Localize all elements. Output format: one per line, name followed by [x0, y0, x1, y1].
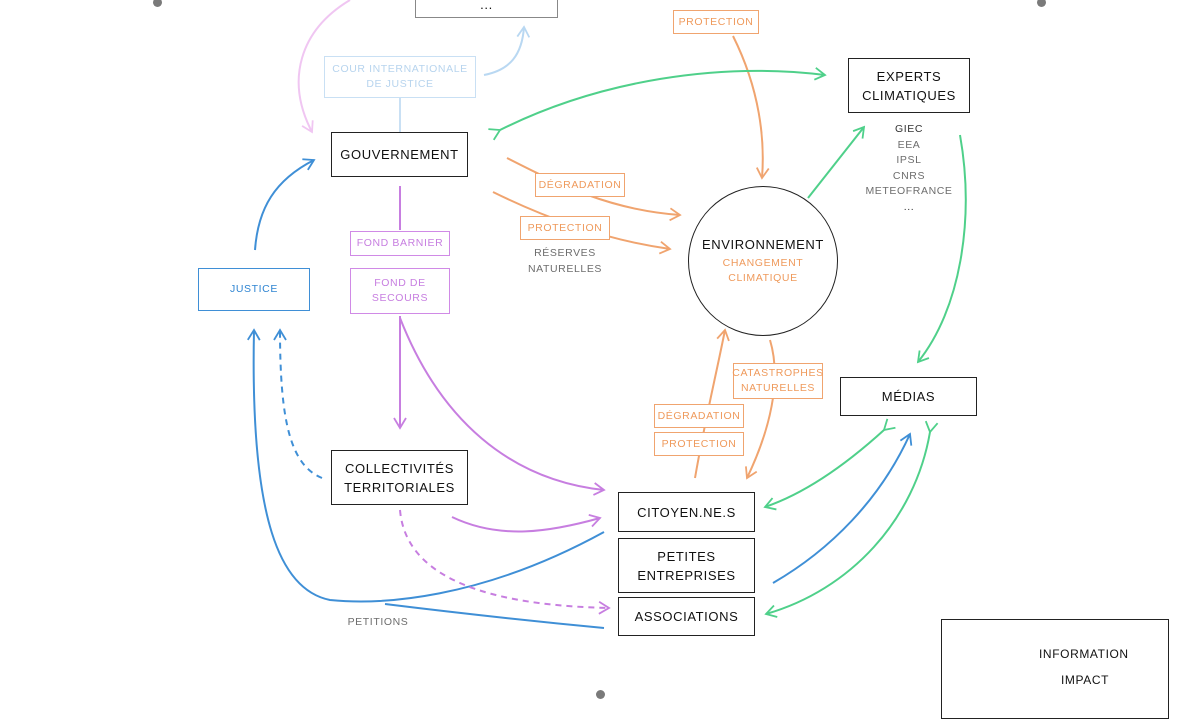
tag-degradation-gov: DÉGRADATION [535, 173, 625, 197]
legend-information-label: INFORMATION [1039, 647, 1129, 661]
legend: INFORMATION IMPACT [941, 619, 1169, 719]
node-experts-climatiques[interactable]: EXPERTS CLIMATIQUES [848, 58, 970, 113]
collectivites-label-line1: COLLECTIVITÉS [345, 460, 454, 476]
arrow-citizens-to-justice [247, 328, 605, 603]
tag-cour-internationale: COUR INTERNATIONALE DE JUSTICE [324, 56, 476, 98]
line-associations-to-justice [384, 603, 605, 629]
node-gouvernement[interactable]: GOUVERNEMENT [331, 132, 468, 177]
tag-degradation-low: DÉGRADATION [654, 404, 744, 428]
corner-dot [153, 0, 162, 7]
tag-protection-top: PROTECTION [673, 10, 759, 34]
arrow-collectivites-to-justice-dashed [273, 328, 323, 479]
reserves-line1: RÉSERVES [534, 247, 596, 259]
arrow-top-pink-to-gouvernement [297, 0, 351, 134]
experts-list-item: METEOFRANCE [865, 185, 953, 197]
arrow-medias-associations [764, 420, 939, 618]
associations-label: ASSOCIATIONS [634, 609, 739, 624]
corner-dot [596, 690, 605, 699]
node-associations[interactable]: ASSOCIATIONS [618, 597, 755, 636]
node-environnement[interactable]: ENVIRONNEMENT CHANGEMENT CLIMATIQUE [688, 186, 838, 336]
experts-label-line1: EXPERTS [876, 68, 942, 84]
arrow-collectivites-to-associations-dashed [399, 509, 611, 615]
corner-dot [1037, 0, 1046, 7]
collectivites-label-line2: TERRITORIALES [344, 479, 455, 495]
petites-entreprises-line1: PETITES [657, 548, 716, 564]
note-petitions: PETITIONS [347, 616, 409, 628]
experts-list-item: GIEC [894, 123, 924, 135]
arrow-experts-gouvernement [488, 67, 827, 141]
note-reserves-naturelles: RÉSERVES NATURELLES [520, 246, 610, 277]
top-box-label: ... [480, 0, 493, 12]
arrow-environnement-to-citizens [745, 339, 776, 480]
citoyens-label: CITOYEN.NE.S [637, 504, 736, 520]
node-petites-entreprises[interactable]: PETITES ENTREPRISES [618, 538, 755, 593]
arrow-medias-citizens [763, 418, 896, 511]
arrow-protection-top-to-environnement [732, 35, 770, 180]
experts-list-item: ... [903, 200, 915, 213]
changement-climatique-line1: CHANGEMENT [722, 256, 804, 269]
tag-protection-gov: PROTECTION [520, 216, 610, 240]
medias-label: MÉDIAS [881, 389, 936, 404]
experts-list-item: IPSL [896, 154, 922, 166]
experts-list: GIEC EEA IPSL CNRS METEOFRANCE ... [858, 122, 960, 215]
arrow-associations-to-medias [772, 432, 913, 584]
environnement-label: ENVIRONNEMENT [702, 236, 824, 252]
diagram-canvas [247, 0, 1024, 686]
gouvernement-label: GOUVERNEMENT [340, 147, 459, 162]
tag-catastrophes-naturelles: CATASTROPHES NATURELLES [732, 363, 823, 399]
arrow-fonds-to-citizens [399, 317, 606, 496]
petites-entreprises-line2: ENTREPRISES [637, 567, 736, 583]
top-box[interactable]: ... [415, 0, 558, 18]
legend-impact-label: IMPACT [1061, 673, 1110, 687]
tag-justice: JUSTICE [198, 268, 310, 311]
node-collectivites-territoriales[interactable]: COLLECTIVITÉS TERRITORIALES [331, 450, 468, 505]
experts-label-line2: CLIMATIQUES [862, 87, 956, 103]
tag-protection-low: PROTECTION [654, 432, 744, 456]
tag-fond-secours: FOND DE SECOURS [350, 268, 450, 314]
reserves-line2: NATURELLES [527, 262, 603, 275]
node-medias[interactable]: MÉDIAS [840, 377, 977, 416]
experts-list-item: EEA [897, 138, 921, 151]
arrow-experts-to-medias [916, 134, 967, 364]
experts-list-item: CNRS [892, 169, 926, 182]
node-citoyens[interactable]: CITOYEN.NE.S [618, 492, 755, 532]
tag-fond-barnier: FOND BARNIER [350, 231, 450, 256]
arrow-justice-to-gouvernement [254, 158, 316, 251]
arrow-collectivites-to-citizens [451, 514, 602, 533]
arrow-cour-to-top [483, 25, 531, 76]
changement-climatique-line2: CLIMATIQUE [728, 271, 798, 284]
arrow-citizens-to-environnement [694, 328, 730, 479]
arrow-environnement-to-experts [807, 125, 866, 199]
